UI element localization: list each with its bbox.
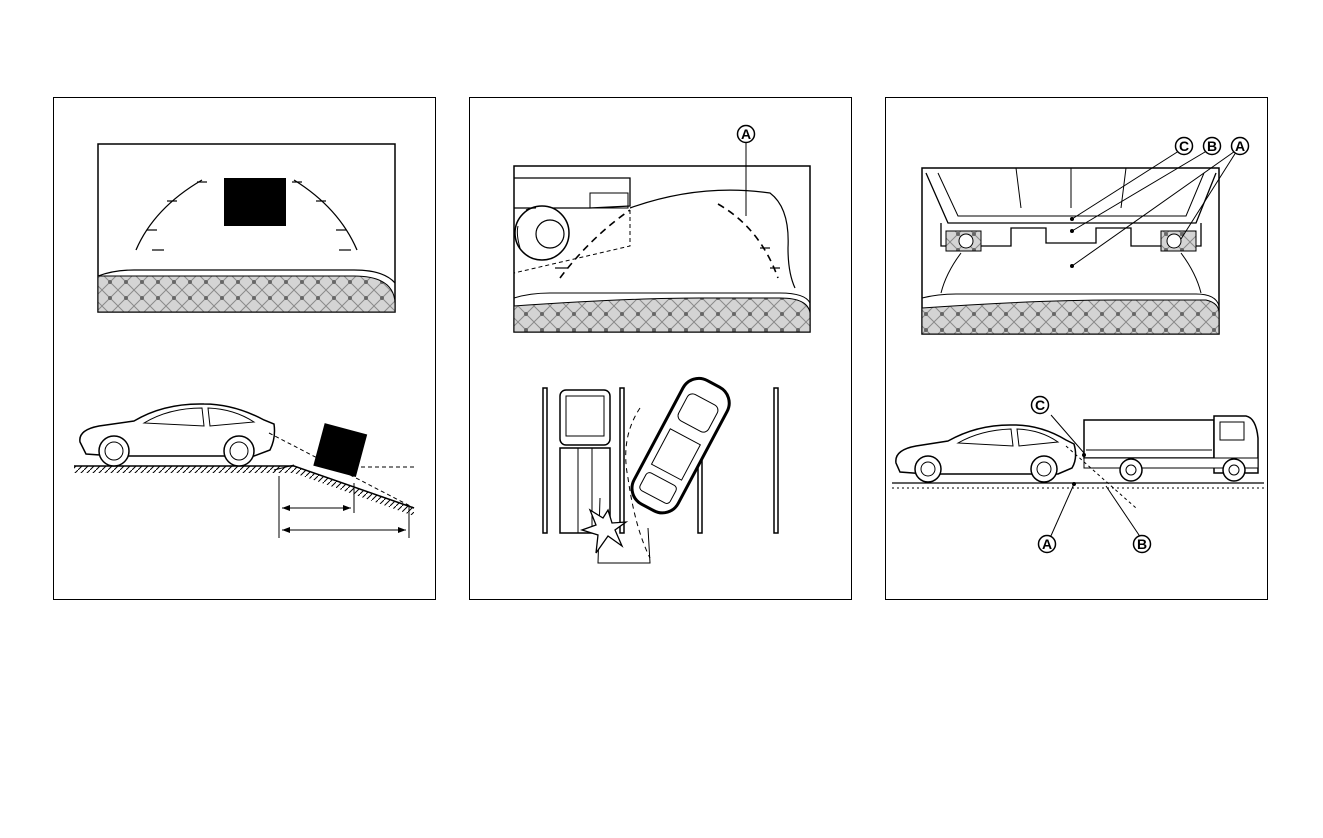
callout-c-label: C [1179, 138, 1189, 154]
callout-c-label: C [1035, 397, 1045, 413]
slope-illustration [54, 98, 437, 601]
turning-illustration-panel: A [469, 97, 852, 600]
turning-illustration: A [470, 98, 853, 601]
callout-a-label: A [1235, 138, 1245, 154]
callout-b-label: B [1137, 536, 1147, 552]
slope-illustration-panel [53, 97, 436, 600]
callout-b-label: B [1207, 138, 1217, 154]
truck-illustration-panel: C B A C A B [885, 97, 1268, 600]
callout-a-label: A [741, 126, 751, 142]
callout-a-label: A [1042, 536, 1052, 552]
truck-illustration: C B A C A B [886, 98, 1269, 601]
